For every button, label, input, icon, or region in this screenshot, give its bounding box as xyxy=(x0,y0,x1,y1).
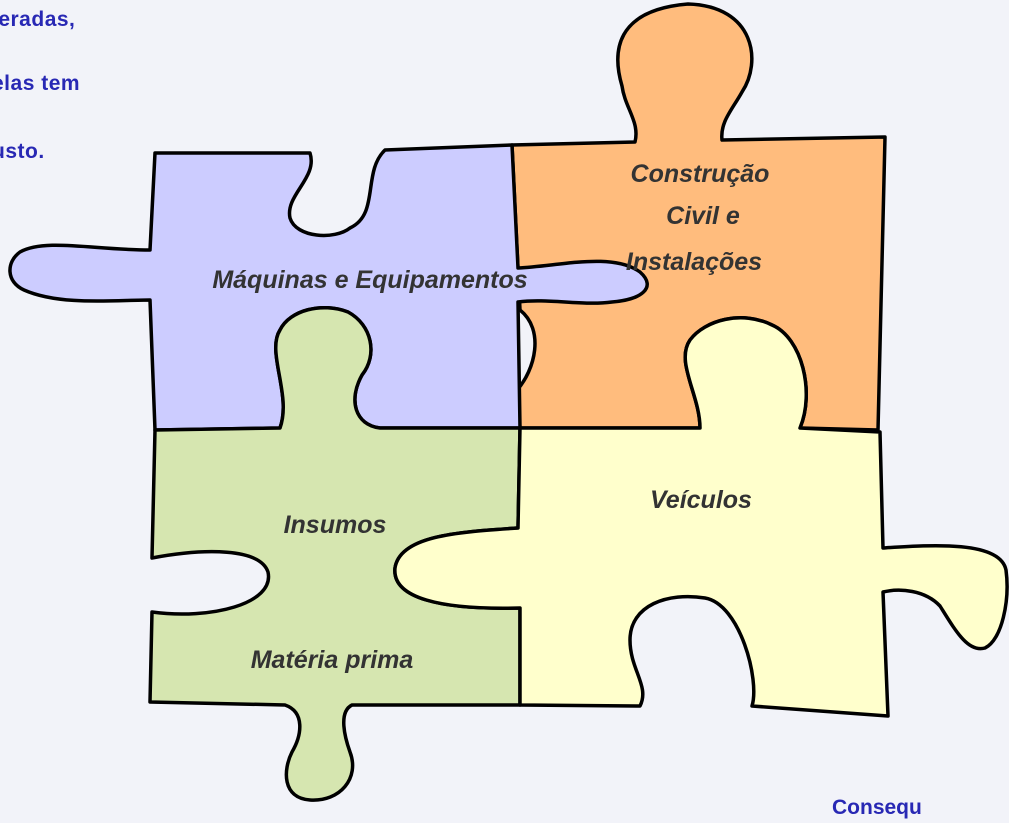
corner-text: Consequ xyxy=(832,796,922,819)
label-materia-prima: Matéria prima xyxy=(251,646,414,674)
side-text-line-2: elas tem xyxy=(0,72,81,95)
label-insumos: Insumos xyxy=(284,511,387,539)
side-text-line-3: usto. xyxy=(0,140,45,163)
label-construcao-line-2: Civil e xyxy=(666,202,740,230)
label-veiculos: Veículos xyxy=(650,486,752,514)
label-construcao-line-3: Instalações xyxy=(626,248,762,276)
puzzle-piece-veiculos xyxy=(393,316,1009,718)
side-text-line-1: leradas, xyxy=(0,8,76,31)
label-maquinas: Máquinas e Equipamentos xyxy=(212,266,527,294)
label-construcao-line-1: Construção xyxy=(631,160,770,188)
